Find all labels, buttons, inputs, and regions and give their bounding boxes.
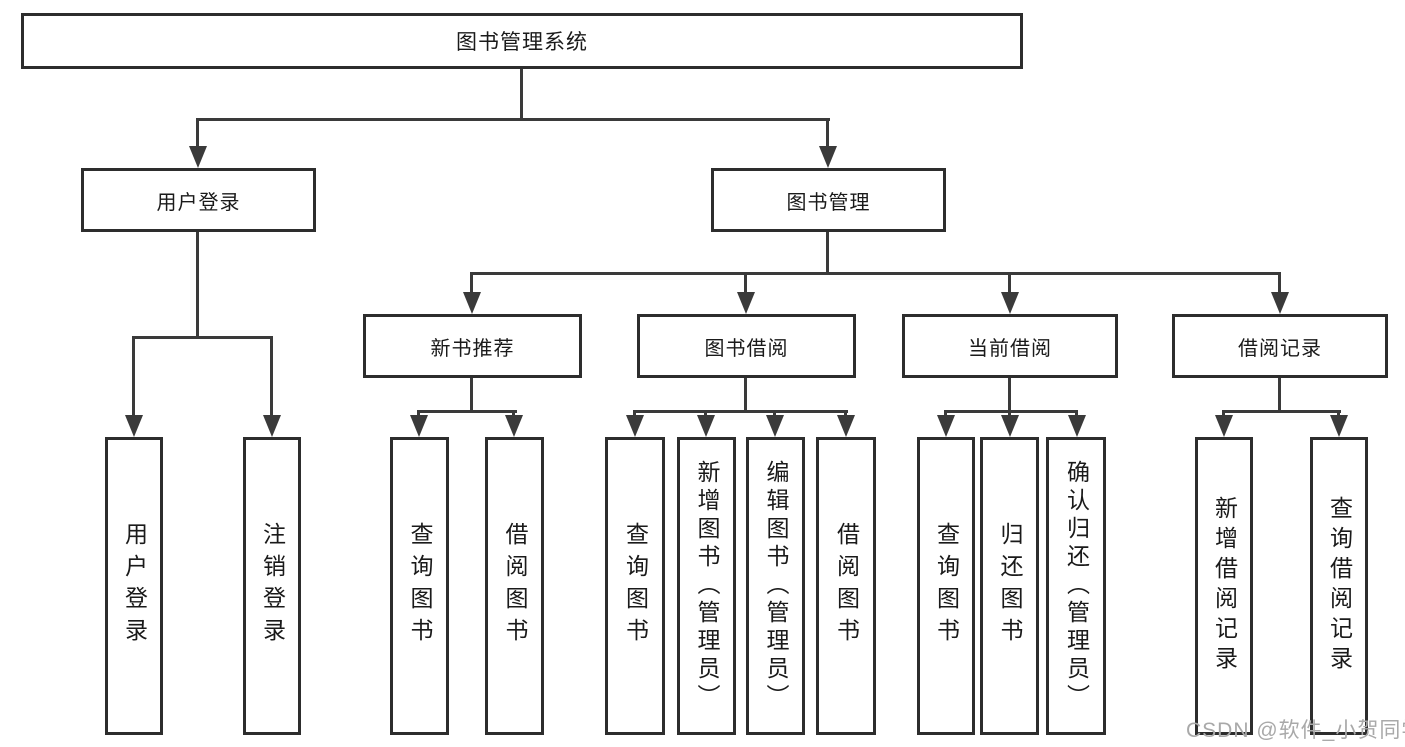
- node-borrow-records: 借阅记录: [1172, 314, 1388, 378]
- connector-line: [944, 410, 1078, 413]
- arrow-down-icon: [263, 415, 281, 437]
- connector-line: [196, 232, 199, 336]
- leaf-query-books-3: 查询图书: [917, 437, 975, 735]
- arrow-down-icon: [766, 415, 784, 437]
- leaf-label: 新增借阅记录: [1211, 496, 1238, 676]
- arrow-down-icon: [463, 292, 481, 314]
- connector-line: [944, 410, 947, 418]
- arrow-down-icon: [937, 415, 955, 437]
- node-new-book-recommend: 新书推荐: [363, 314, 582, 378]
- connector-line: [1222, 410, 1341, 413]
- connector-line: [512, 410, 515, 418]
- arrow-down-icon: [626, 415, 644, 437]
- node-book-management: 图书管理: [711, 168, 946, 232]
- arrow-down-icon: [410, 415, 428, 437]
- connector-line: [773, 410, 776, 418]
- connector-line: [270, 336, 273, 418]
- arrow-down-icon: [505, 415, 523, 437]
- connector-line: [470, 272, 1281, 275]
- arrow-down-icon: [1001, 292, 1019, 314]
- leaf-borrow-books-2: 借阅图书: [816, 437, 876, 735]
- node-book-borrow: 图书借阅: [637, 314, 856, 378]
- connector-line: [132, 336, 135, 418]
- connector-line: [1008, 410, 1011, 418]
- connector-line: [1075, 410, 1078, 418]
- connector-line: [704, 410, 707, 418]
- leaf-user-login: 用户登录: [105, 437, 163, 735]
- connector-line: [132, 336, 273, 339]
- leaf-label: 编辑图书（管理员）: [763, 460, 789, 712]
- arrow-down-icon: [189, 146, 207, 168]
- leaf-add-borrow-record: 新增借阅记录: [1195, 437, 1253, 735]
- connector-line: [520, 69, 523, 118]
- leaf-confirm-return-admin: 确认归还（管理员）: [1046, 437, 1106, 735]
- connector-line: [1278, 378, 1281, 410]
- arrow-down-icon: [697, 415, 715, 437]
- leaf-add-books-admin: 新增图书（管理员）: [677, 437, 736, 735]
- leaf-query-books-1: 查询图书: [390, 437, 449, 735]
- connector-line: [196, 118, 199, 152]
- connector-line: [1337, 410, 1340, 418]
- leaf-label: 用户登录: [121, 522, 148, 650]
- connector-line: [1222, 410, 1225, 418]
- leaf-label: 查询图书: [933, 522, 960, 650]
- leaf-return-books: 归还图书: [980, 437, 1039, 735]
- leaf-label: 查询图书: [407, 522, 433, 650]
- arrow-down-icon: [837, 415, 855, 437]
- leaf-borrow-books-1: 借阅图书: [485, 437, 544, 735]
- connector-line: [417, 410, 420, 418]
- node-current-borrow: 当前借阅: [902, 314, 1118, 378]
- connector-line: [470, 272, 473, 294]
- leaf-query-borrow-record: 查询借阅记录: [1310, 437, 1368, 735]
- leaf-query-books-2: 查询图书: [605, 437, 665, 735]
- leaf-label: 注销登录: [259, 522, 286, 650]
- arrow-down-icon: [125, 415, 143, 437]
- leaf-logout: 注销登录: [243, 437, 301, 735]
- leaf-edit-books-admin: 编辑图书（管理员）: [746, 437, 805, 735]
- leaf-label: 查询图书: [622, 522, 649, 650]
- leaf-label: 确认归还（管理员）: [1063, 460, 1090, 712]
- connector-line: [633, 410, 848, 413]
- connector-line: [417, 410, 517, 413]
- arrow-down-icon: [1068, 415, 1086, 437]
- connector-line: [844, 410, 847, 418]
- arrow-down-icon: [819, 146, 837, 168]
- csdn-watermark: CSDN @软件_小贺同学: [1186, 719, 1405, 742]
- leaf-label: 查询借阅记录: [1326, 496, 1353, 676]
- arrow-down-icon: [1330, 415, 1348, 437]
- connector-line: [633, 410, 636, 418]
- connector-line: [744, 272, 747, 294]
- node-user-login: 用户登录: [81, 168, 316, 232]
- connector-line: [744, 378, 747, 410]
- connector-line: [1008, 272, 1011, 294]
- leaf-label: 新增图书（管理员）: [694, 460, 720, 712]
- connector-line: [1278, 272, 1281, 294]
- connector-line: [826, 232, 829, 272]
- leaf-label: 借阅图书: [502, 522, 528, 650]
- arrow-down-icon: [1271, 292, 1289, 314]
- arrow-down-icon: [737, 292, 755, 314]
- leaf-label: 归还图书: [997, 522, 1023, 650]
- connector-line: [826, 118, 829, 152]
- connector-line: [470, 378, 473, 410]
- connector-line: [1008, 378, 1011, 410]
- connector-line: [196, 118, 830, 121]
- arrow-down-icon: [1215, 415, 1233, 437]
- node-root: 图书管理系统: [21, 13, 1023, 69]
- leaf-label: 借阅图书: [833, 522, 860, 650]
- arrow-down-icon: [1001, 415, 1019, 437]
